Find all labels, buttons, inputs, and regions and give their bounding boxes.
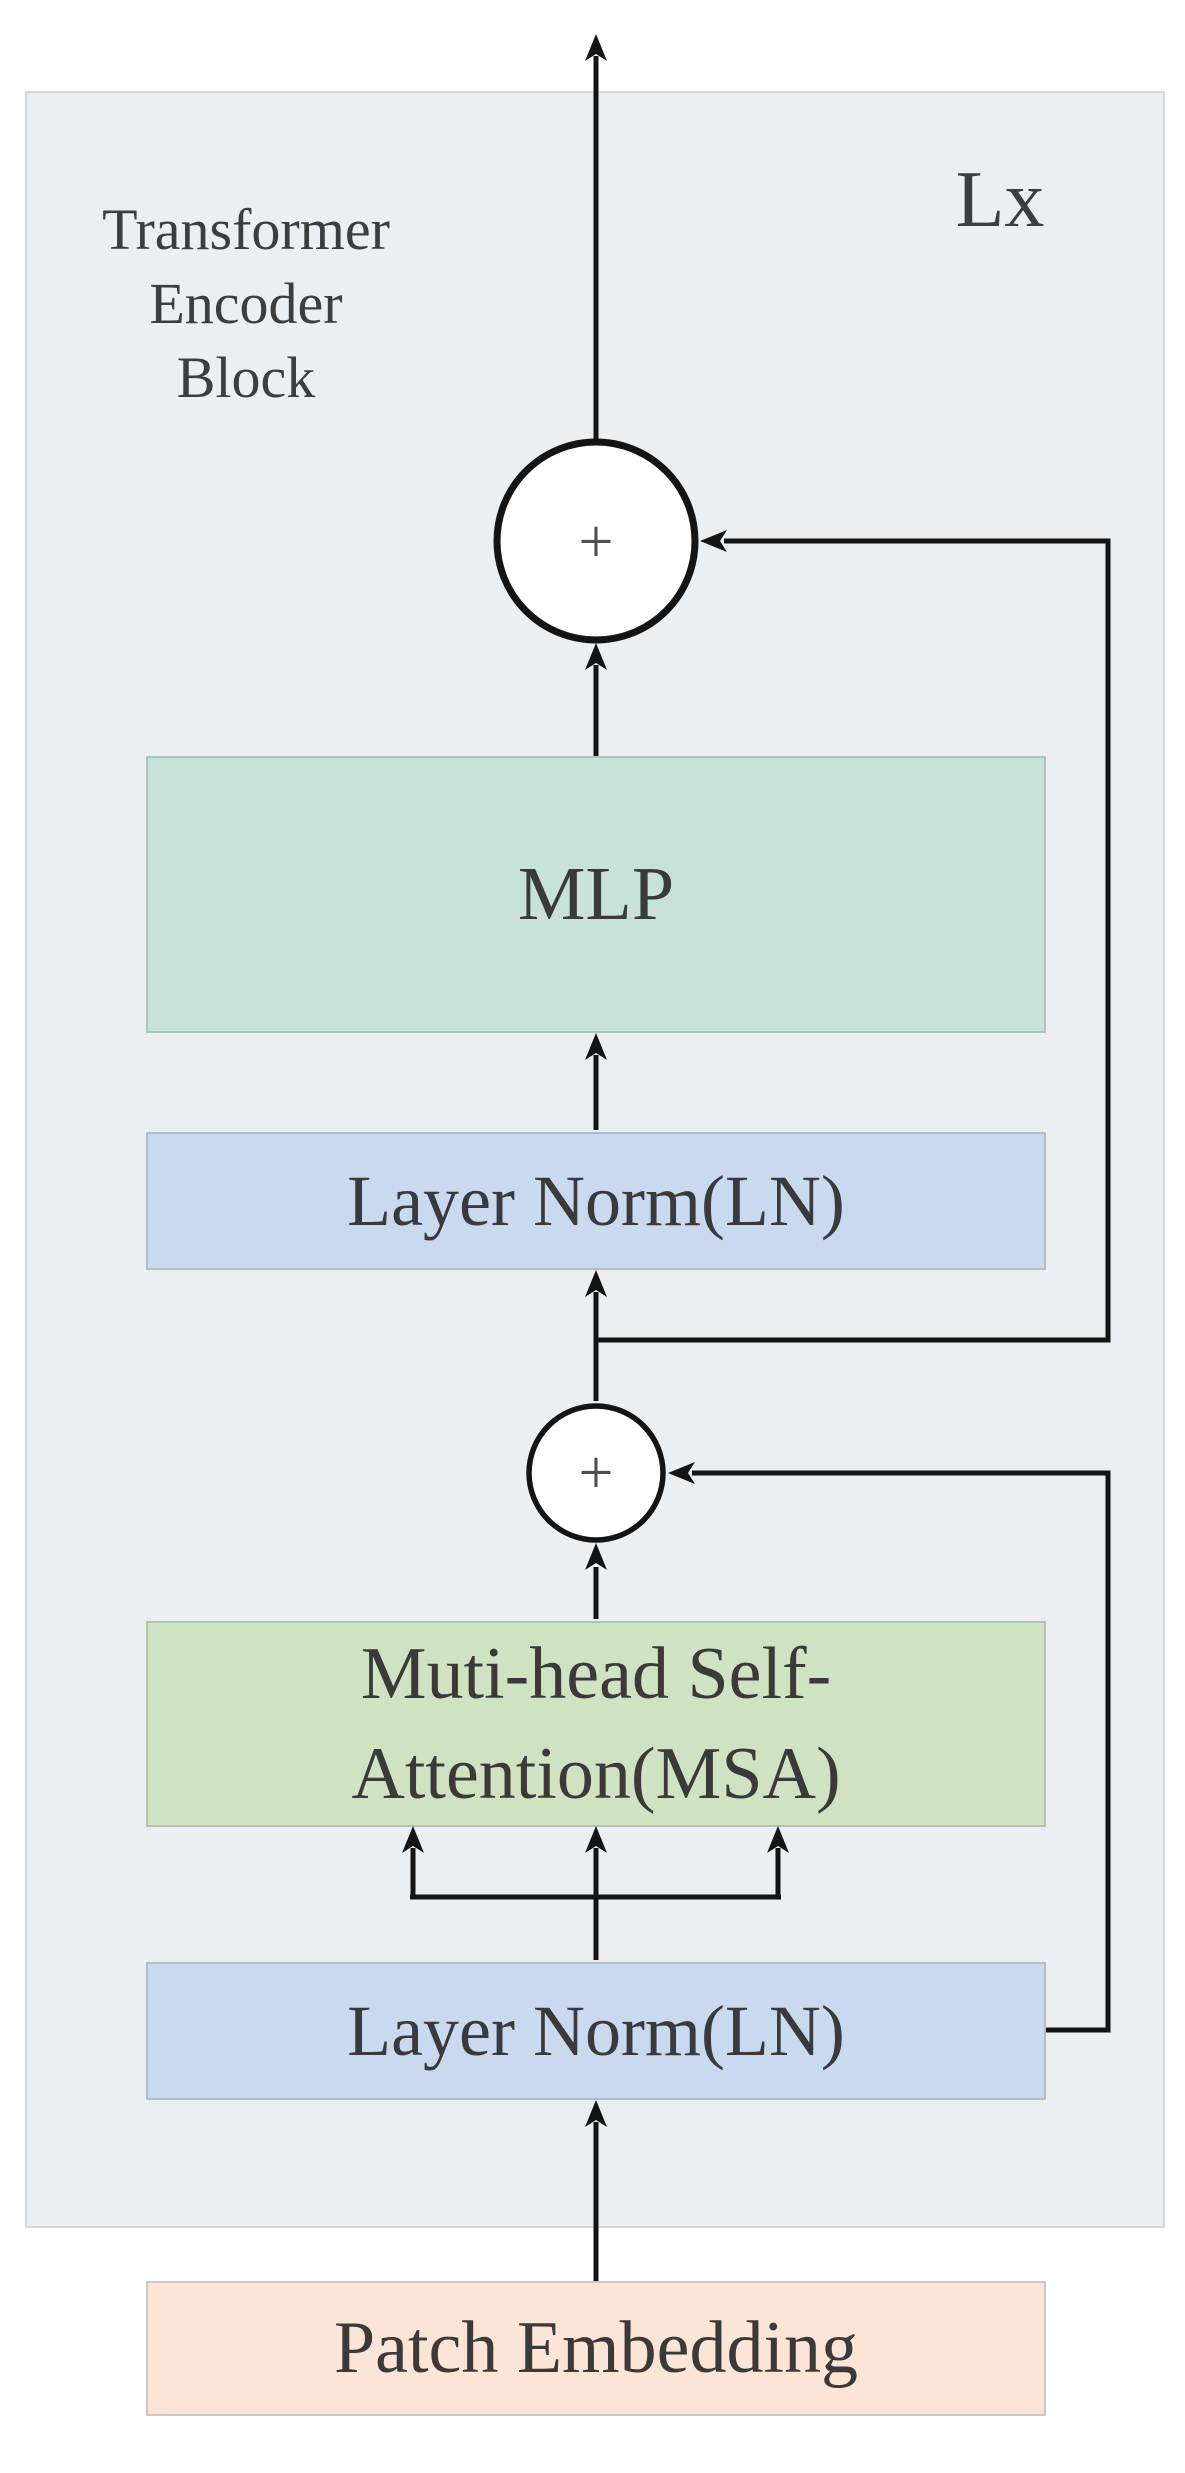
multi-head-self-attention-block: Muti-head Self- Attention(MSA) [146,1621,1046,1827]
layer-norm-top-block: Layer Norm(LN) [146,1132,1046,1270]
msa-label-line-1: Muti-head Self- [360,1633,832,1715]
container-title-line-1: Transformer [102,197,390,262]
container-title-line-2: Encoder [149,271,343,336]
msa-label-line-2: Attention(MSA) [351,1733,841,1815]
layer-norm-bottom-label: Layer Norm(LN) [347,1990,845,2071]
mlp-block-label: MLP [517,852,675,936]
patch-embedding-label: Patch Embedding [333,2307,859,2389]
layer-norm-top-label: Layer Norm(LN) [347,1160,845,1241]
repeat-count-label: Lx [955,156,1045,244]
mlp-block: MLP [146,756,1046,1033]
layer-norm-bottom-block: Layer Norm(LN) [146,1962,1046,2100]
patch-embedding-block: Patch Embedding [146,2281,1046,2416]
container-title-line-3: Block [176,345,316,410]
container-title: Transformer Encoder Block [26,193,466,415]
output-arrowhead [585,34,607,61]
